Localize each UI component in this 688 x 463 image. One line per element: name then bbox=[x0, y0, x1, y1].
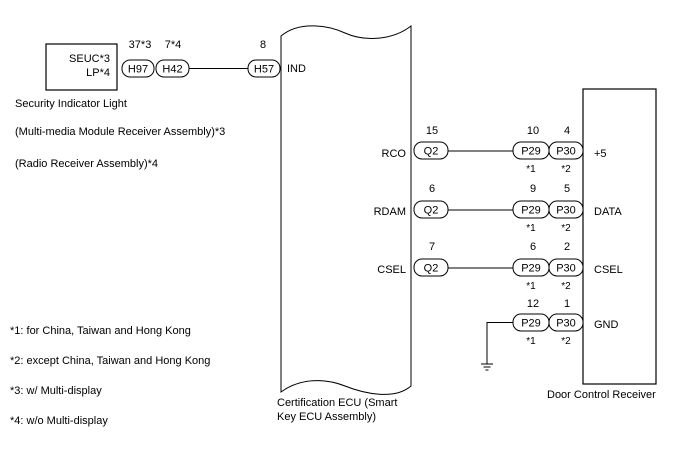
security-light-label-2: LP*4 bbox=[86, 67, 110, 79]
p30-pin-rdam: 5 bbox=[564, 183, 570, 195]
ecu-caption-2: Key ECU Assembly) bbox=[277, 411, 376, 423]
p30-pin-gnd: 1 bbox=[564, 298, 570, 310]
connector-p30-rco bbox=[548, 141, 584, 160]
p29-pin-csel: 6 bbox=[530, 241, 536, 253]
ground-icon bbox=[481, 363, 493, 371]
connector-p30-rdam-label: P30 bbox=[556, 205, 576, 217]
footnote-4: *4: w/o Multi-display bbox=[10, 415, 108, 427]
connector-q2-rdam-label: Q2 bbox=[424, 205, 439, 217]
note-p29-csel: *1 bbox=[526, 281, 536, 292]
recv-signal-data: DATA bbox=[594, 206, 622, 218]
note-p30-csel: *2 bbox=[561, 281, 571, 292]
connector-p29-csel-label: P29 bbox=[521, 263, 541, 275]
ecu-signal-rco: RCO bbox=[382, 148, 407, 160]
note-p30-rdam: *2 bbox=[561, 223, 571, 234]
p30-pin-rco: 4 bbox=[564, 125, 570, 137]
security-indicator-light-box bbox=[45, 43, 118, 91]
assembly-note-2: (Radio Receiver Assembly)*4 bbox=[15, 158, 158, 170]
receiver-caption: Door Control Receiver bbox=[547, 389, 656, 401]
h57-pin: 8 bbox=[260, 39, 266, 51]
note-p30-rco: *2 bbox=[561, 164, 571, 175]
recv-signal-csel: CSEL bbox=[594, 264, 623, 276]
connector-h57 bbox=[247, 59, 281, 78]
signal-ind: IND bbox=[287, 63, 306, 75]
connector-q2-csel-label: Q2 bbox=[424, 263, 439, 275]
connector-p30-rco-label: P30 bbox=[556, 146, 576, 158]
connector-p30-gnd-label: P30 bbox=[556, 318, 576, 330]
p29-pin-rdam: 9 bbox=[530, 183, 536, 195]
circuit-rdam: RDAM 6 Q2 9 P29 *1 5 P30 *2 DATA bbox=[374, 183, 623, 234]
ecu-caption-1: Certification ECU (Smart bbox=[277, 397, 397, 409]
note-p29-rdam: *1 bbox=[526, 223, 536, 234]
note-p29-rco: *1 bbox=[526, 164, 536, 175]
ecu-signal-rdam: RDAM bbox=[374, 206, 406, 218]
connector-p30-gnd bbox=[548, 313, 584, 332]
footnote-1: *1: for China, Taiwan and Hong Kong bbox=[10, 325, 191, 337]
footnote-3: *3: w/ Multi-display bbox=[10, 385, 102, 397]
h42-pin: 7*4 bbox=[165, 39, 182, 51]
connector-p30-csel bbox=[548, 258, 584, 277]
ecu-signal-csel: CSEL bbox=[377, 264, 406, 276]
ecu-pin-rdam: 6 bbox=[429, 183, 435, 195]
connector-p29-rdam-label: P29 bbox=[521, 205, 541, 217]
connector-h42-label: H42 bbox=[162, 64, 182, 76]
ecu-pin-csel: 7 bbox=[429, 241, 435, 253]
circuit-csel: CSEL 7 Q2 6 P29 *1 2 P30 *2 CSEL bbox=[377, 241, 623, 292]
note-p30-gnd: *2 bbox=[561, 336, 571, 347]
connector-h57-label: H57 bbox=[254, 64, 274, 76]
connector-p30-csel-label: P30 bbox=[556, 263, 576, 275]
connector-h97-label: H97 bbox=[128, 64, 148, 76]
connector-h97 bbox=[121, 59, 155, 78]
p29-pin-rco: 10 bbox=[527, 125, 539, 137]
note-p29-gnd: *1 bbox=[526, 336, 536, 347]
p29-pin-gnd: 12 bbox=[527, 298, 539, 310]
assembly-note-1: (Multi-media Module Receiver Assembly)*3 bbox=[15, 126, 225, 138]
security-light-label-1: SEUC*3 bbox=[69, 53, 110, 65]
h97-pin: 37*3 bbox=[129, 39, 152, 51]
connector-p30-rdam bbox=[548, 200, 584, 219]
footnote-2: *2: except China, Taiwan and Hong Kong bbox=[10, 355, 210, 367]
recv-signal-5v: +5 bbox=[594, 148, 607, 160]
security-light-caption: Security Indicator Light bbox=[15, 98, 127, 110]
door-control-receiver-body bbox=[582, 88, 657, 385]
connector-p29-rco-label: P29 bbox=[521, 146, 541, 158]
recv-signal-gnd: GND bbox=[594, 319, 619, 331]
p30-pin-csel: 2 bbox=[564, 241, 570, 253]
wire-gnd bbox=[486, 322, 513, 364]
circuit-gnd: 12 P29 *1 1 P30 *2 GND bbox=[481, 298, 619, 371]
ecu-pin-rco: 15 bbox=[426, 125, 438, 137]
certification-ecu-body bbox=[280, 24, 412, 395]
connector-q2-rco-label: Q2 bbox=[424, 146, 439, 158]
connector-p29-gnd-label: P29 bbox=[521, 318, 541, 330]
circuit-rco: RCO 15 Q2 10 P29 *1 4 P30 *2 +5 bbox=[382, 125, 607, 175]
